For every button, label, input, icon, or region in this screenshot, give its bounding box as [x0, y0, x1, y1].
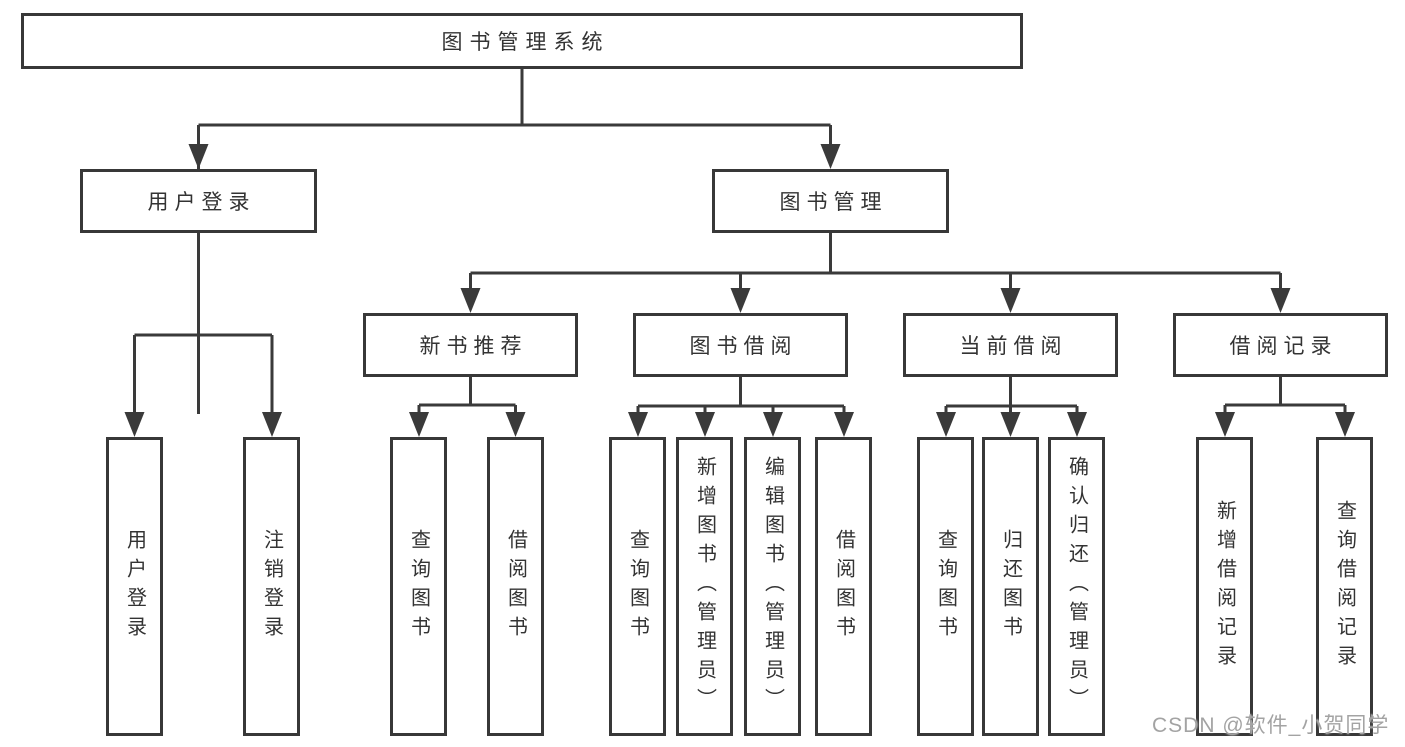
node-label: 图书管理	[779, 191, 888, 214]
leaf-add-borrow-record: 新增借阅记录	[1196, 437, 1253, 736]
node-label: 归还图书	[999, 528, 1022, 645]
leaf-borrow-books-recommend: 借阅图书	[487, 437, 544, 736]
node-borrowing-records: 借阅记录	[1173, 313, 1388, 377]
node-book-borrowing: 图书借阅	[633, 313, 848, 377]
node-current-borrowing: 当前借阅	[903, 313, 1118, 377]
node-label: 图书管理系统	[441, 31, 610, 54]
node-label: 编辑图书（管理员）	[761, 456, 784, 717]
leaf-edit-book-admin: 编辑图书（管理员）	[744, 437, 801, 736]
leaf-query-borrow-record: 查询借阅记录	[1316, 437, 1373, 736]
node-label: 借阅图书	[504, 528, 527, 645]
node-label: 查询借阅记录	[1333, 499, 1356, 674]
leaf-user-login: 用户登录	[106, 437, 163, 736]
node-label: 图书借阅	[689, 335, 798, 358]
leaf-borrow-books: 借阅图书	[815, 437, 872, 736]
node-new-book-recommend: 新书推荐	[363, 313, 578, 377]
node-label: 查询图书	[626, 528, 649, 645]
node-label: 新增借阅记录	[1213, 499, 1236, 674]
leaf-confirm-return-admin: 确认归还（管理员）	[1048, 437, 1105, 736]
leaf-return-book: 归还图书	[982, 437, 1039, 736]
leaf-add-book-admin: 新增图书（管理员）	[676, 437, 733, 736]
node-label: 当前借阅	[959, 335, 1068, 358]
node-label: 查询图书	[934, 528, 957, 645]
node-label: 注销登录	[260, 528, 283, 645]
node-label: 新书推荐	[419, 335, 528, 358]
node-label: 借阅记录	[1229, 335, 1338, 358]
node-label: 新增图书（管理员）	[693, 456, 716, 717]
node-label: 用户登录	[123, 528, 146, 645]
node-library-management-system: 图书管理系统	[21, 13, 1023, 69]
leaf-logout: 注销登录	[243, 437, 300, 736]
leaf-query-books-current: 查询图书	[917, 437, 974, 736]
csdn-watermark: CSDN @软件_小贺同学	[1152, 714, 1390, 737]
node-label: 用户登录	[147, 191, 256, 214]
leaf-query-books-borrow: 查询图书	[609, 437, 666, 736]
node-book-management: 图书管理	[712, 169, 949, 233]
node-label: 借阅图书	[832, 528, 855, 645]
node-label: 查询图书	[407, 528, 430, 645]
node-label: 确认归还（管理员）	[1065, 456, 1088, 717]
node-user-login: 用户登录	[80, 169, 317, 233]
leaf-query-books-recommend: 查询图书	[390, 437, 447, 736]
